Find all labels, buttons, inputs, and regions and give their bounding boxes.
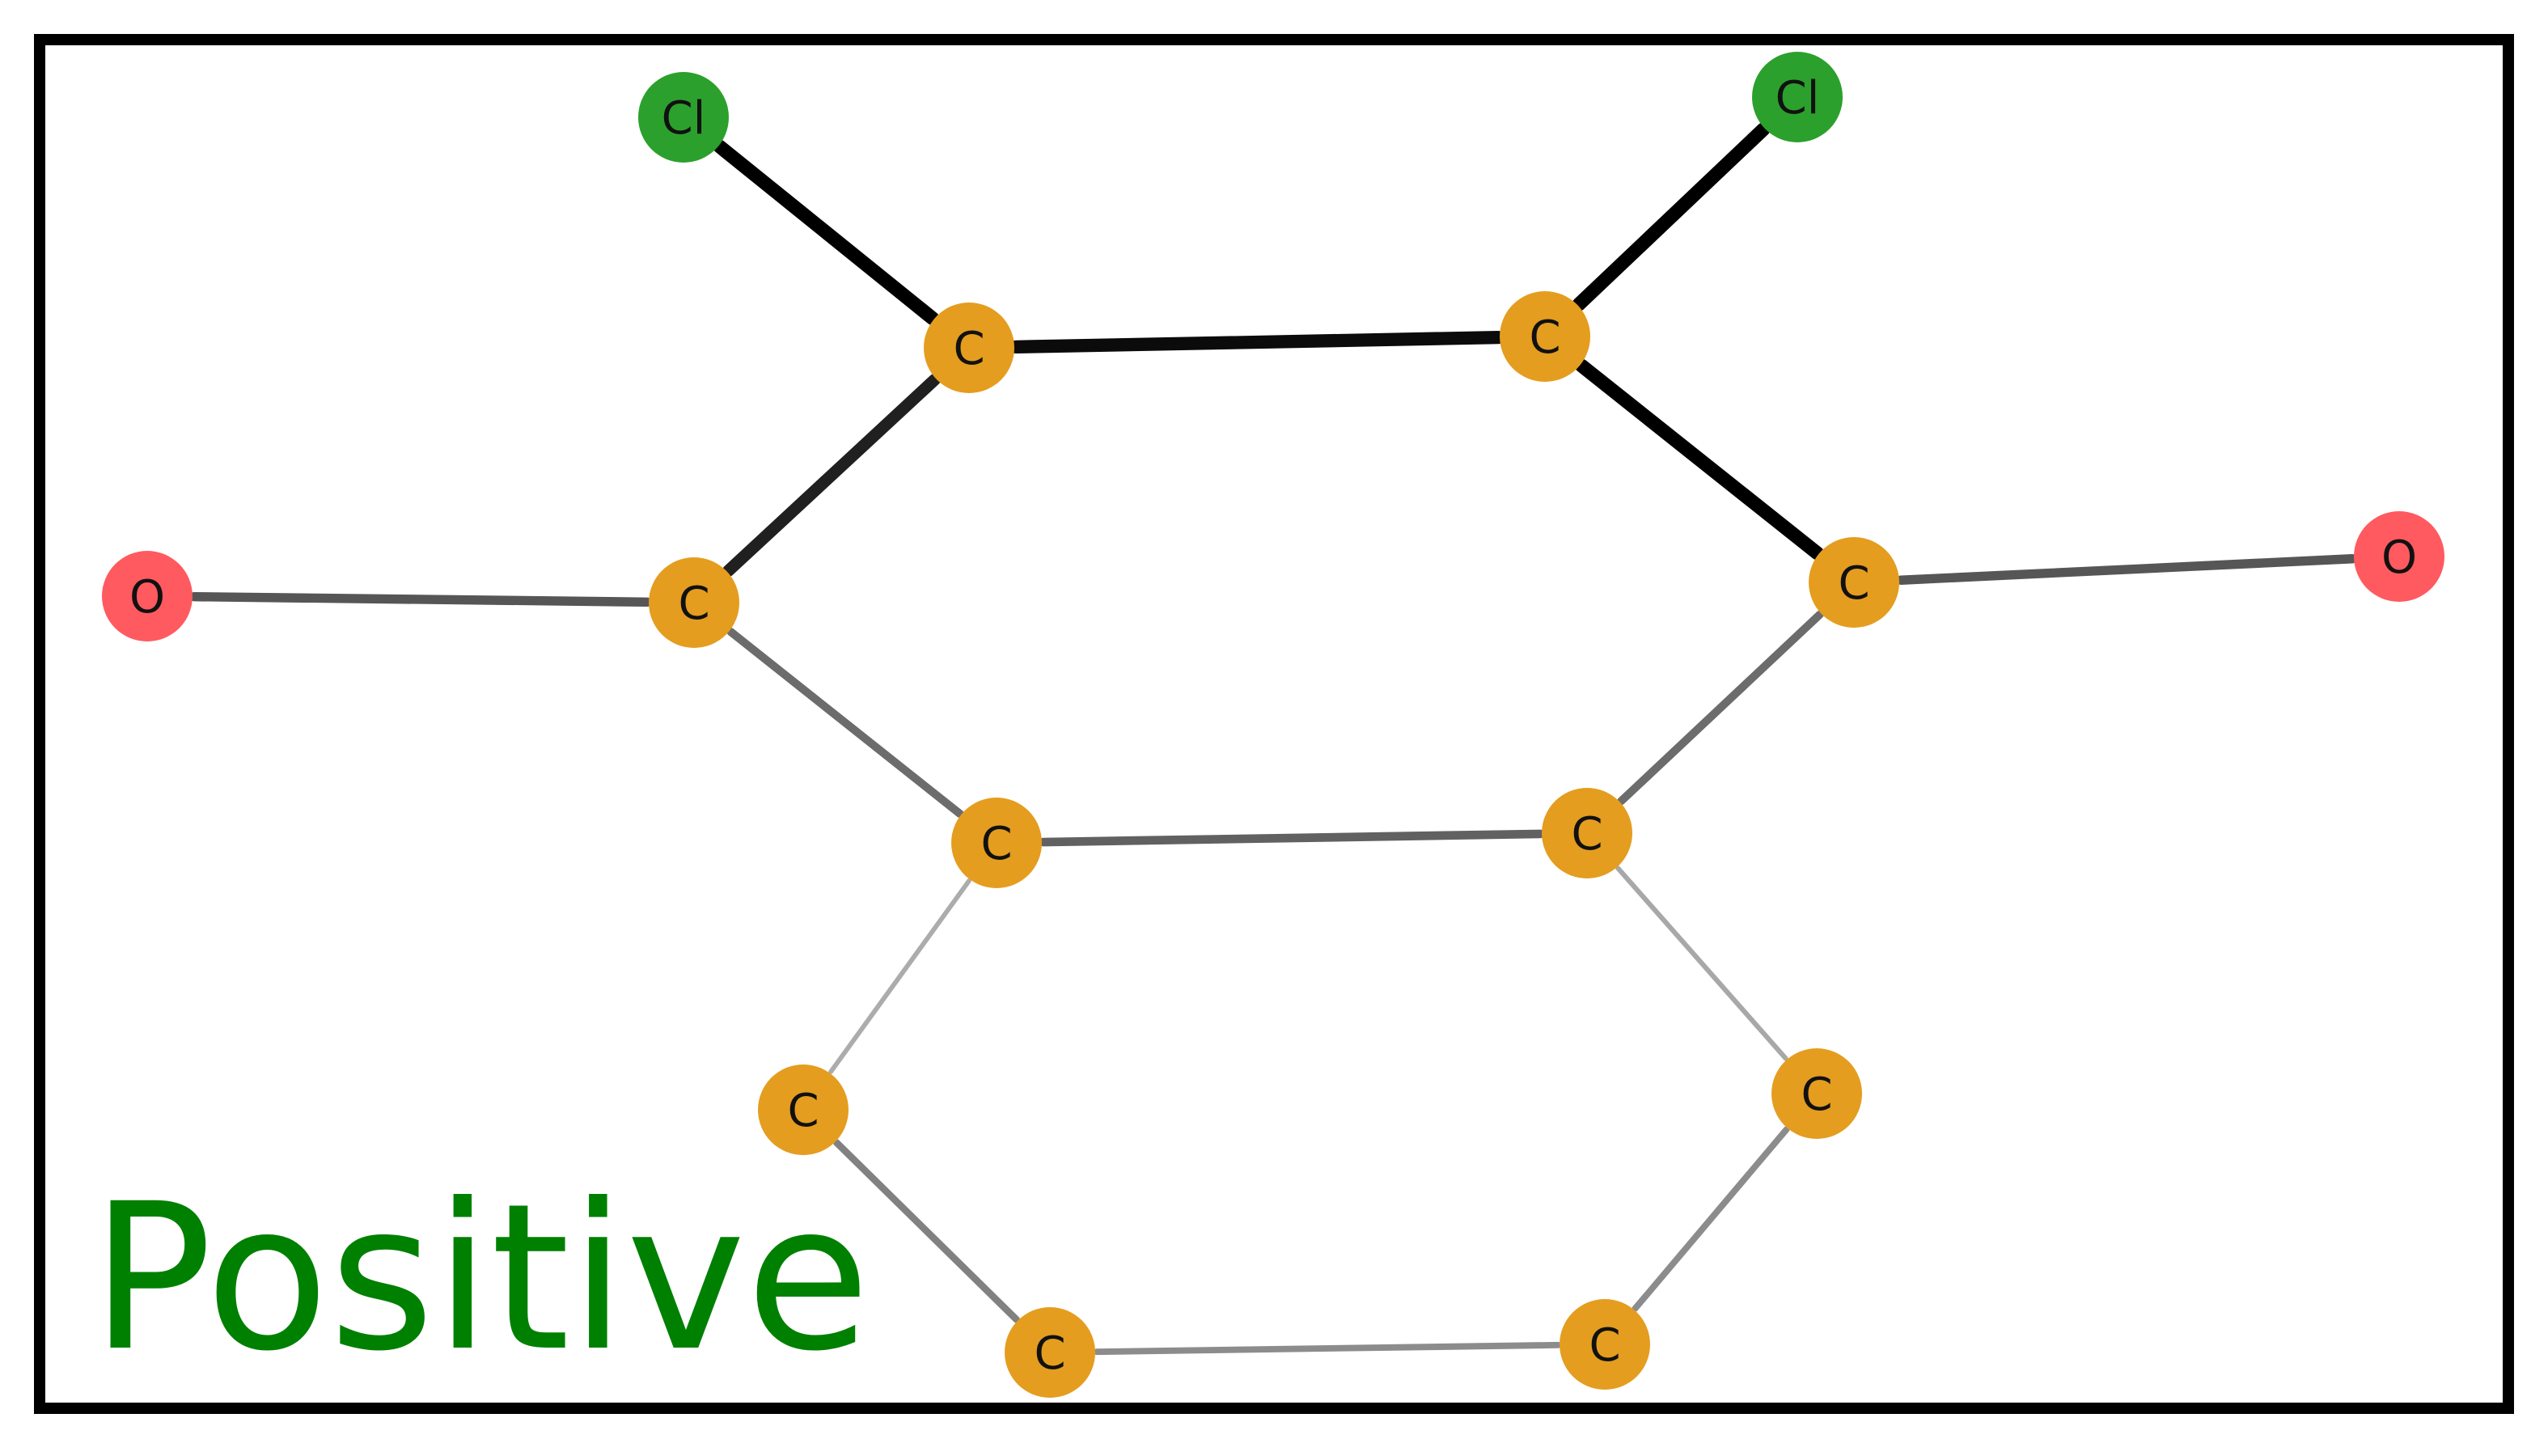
bond-cl2-c2 [1572,122,1771,311]
atom-node [1771,1048,1862,1139]
atom-label: C [787,1085,819,1137]
atom-c10: C [1560,1299,1650,1390]
atom-node [758,1064,849,1155]
bond-c5-c6 [1039,829,1545,847]
atom-label: Cl [1776,72,1820,125]
atom-c3: C [649,557,739,648]
bond-c1-c3 [722,373,941,578]
bond-c5-c7 [828,878,971,1074]
atom-label: C [1801,1069,1832,1121]
bond-cl1-c1 [713,139,940,326]
atom-node [924,303,1014,393]
bond-c4-o2 [1896,554,2357,585]
atom-c1: C [924,303,1014,393]
atom-c2: C [1500,291,1590,382]
atom-node [1500,291,1590,382]
bond-c7-c9 [833,1139,1020,1323]
atom-label: Cl [662,92,706,145]
atom-node [1809,537,1899,628]
atom-c6: C [1542,788,1632,878]
atom-node [102,551,193,641]
bond-c3-c5 [726,628,964,818]
atom-label: C [678,578,709,630]
atom-c7: C [758,1064,849,1155]
atom-label: C [1589,1319,1620,1372]
atom-label: C [1838,557,1869,610]
prediction-label: Positive [91,1160,870,1395]
bond-o1-c3 [189,591,652,607]
atom-node [649,557,739,648]
atom-c5: C [951,798,1042,888]
diagram-frame [34,34,2514,1414]
atom-c4: C [1809,537,1899,628]
atom-node [1752,52,1843,142]
atom-label: C [980,818,1012,870]
bond-c8-c10 [1632,1126,1790,1312]
atom-node [1005,1307,1095,1398]
atom-cl1: Cl [638,72,729,163]
atom-node [951,798,1042,888]
atom-node [1542,788,1632,878]
atom-label: C [1571,808,1602,861]
atom-label: O [2381,531,2417,584]
bonds-layer [189,122,2357,1356]
atom-node [638,72,729,163]
atom-o1: O [102,551,193,641]
bond-c4-c6 [1617,610,1824,806]
atom-label: C [1034,1327,1065,1380]
atom-o2: O [2354,511,2444,602]
bond-c2-c4 [1574,358,1825,561]
atom-c8: C [1771,1048,1862,1139]
bond-c1-c2 [1009,330,1505,354]
atom-node [1560,1299,1650,1390]
atom-label: O [129,571,165,624]
atom-node [2354,511,2444,602]
atom-label: C [953,323,984,375]
atom-label: C [1529,311,1560,364]
bond-c9-c10 [1094,1341,1561,1356]
atom-c9: C [1005,1307,1095,1398]
bond-c6-c8 [1615,866,1788,1061]
atoms-layer: Cl ClC C O C C O C C C C C C [102,52,2444,1398]
atom-cl2: Cl [1752,52,1843,142]
